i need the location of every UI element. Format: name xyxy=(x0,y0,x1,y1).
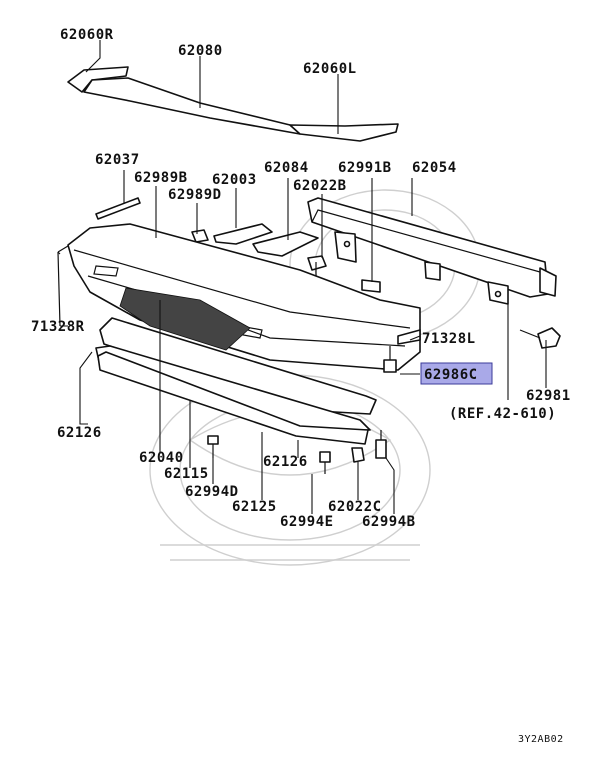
label-62022C[interactable]: 62022C xyxy=(328,499,382,515)
label-62080[interactable]: 62080 xyxy=(178,43,223,59)
label-62060R[interactable]: 62060R xyxy=(60,27,114,43)
part-71328L-molding-left[interactable] xyxy=(397,329,421,345)
part-labels: 62060R 62080 62060L 62037 62989B 62003 6… xyxy=(31,27,571,745)
part-62054-bumper-reinforcement[interactable] xyxy=(307,197,557,305)
part-62084-bracket[interactable] xyxy=(252,231,319,257)
part-62125-lower-strip[interactable] xyxy=(97,351,369,445)
part-62060L-upper-garnish-left[interactable] xyxy=(289,123,399,142)
label-62989B[interactable]: 62989B xyxy=(134,170,188,186)
part-62003-bracket[interactable] xyxy=(213,223,273,245)
label-62037[interactable]: 62037 xyxy=(95,152,140,168)
part-62989D-clip[interactable] xyxy=(191,229,209,243)
label-62115[interactable]: 62115 xyxy=(164,466,209,482)
part-62994E-screw[interactable] xyxy=(319,451,331,474)
label-71328L[interactable]: 71328L xyxy=(422,331,476,347)
label-62054[interactable]: 62054 xyxy=(412,160,457,176)
part-62986C-clip[interactable] xyxy=(383,346,397,373)
part-71328R-molding-right[interactable] xyxy=(57,245,69,327)
label-71328R[interactable]: 71328R xyxy=(31,319,85,335)
part-62022C-nut[interactable] xyxy=(351,447,365,463)
label-62986C[interactable]: 62986C xyxy=(424,367,478,383)
part-62080-upper-garnish[interactable] xyxy=(83,77,301,135)
label-ref-42-610[interactable]: (REF.42-610) xyxy=(449,406,556,422)
leader-lines xyxy=(57,40,547,514)
label-62084[interactable]: 62084 xyxy=(264,160,309,176)
part-62991B-bolt[interactable] xyxy=(361,279,381,293)
label-62126-right[interactable]: 62126 xyxy=(263,454,308,470)
label-62994D[interactable]: 62994D xyxy=(185,484,239,500)
label-62994E[interactable]: 62994E xyxy=(280,514,334,530)
part-62994D-screw[interactable] xyxy=(207,435,219,458)
diagram-code: 3Y2AB02 xyxy=(518,734,564,745)
part-62022B-nut[interactable] xyxy=(307,255,327,276)
label-62040[interactable]: 62040 xyxy=(139,450,184,466)
label-62022B[interactable]: 62022B xyxy=(293,178,347,194)
label-62981[interactable]: 62981 xyxy=(526,388,571,404)
part-62981-bolt[interactable] xyxy=(519,327,561,349)
part-62060R-upper-garnish-right[interactable] xyxy=(67,66,129,93)
label-62989D[interactable]: 62989D xyxy=(168,187,222,203)
label-62994B[interactable]: 62994B xyxy=(362,514,416,530)
label-62991B[interactable]: 62991B xyxy=(338,160,392,176)
part-62040-front-bumper-face[interactable] xyxy=(67,223,421,371)
label-62126-left[interactable]: 62126 xyxy=(57,425,102,441)
part-62037-strip[interactable] xyxy=(95,197,141,220)
label-62125[interactable]: 62125 xyxy=(232,499,277,515)
label-62003[interactable]: 62003 xyxy=(212,172,257,188)
label-62060L[interactable]: 62060L xyxy=(303,61,357,77)
highlight-box-62986C xyxy=(420,362,493,385)
